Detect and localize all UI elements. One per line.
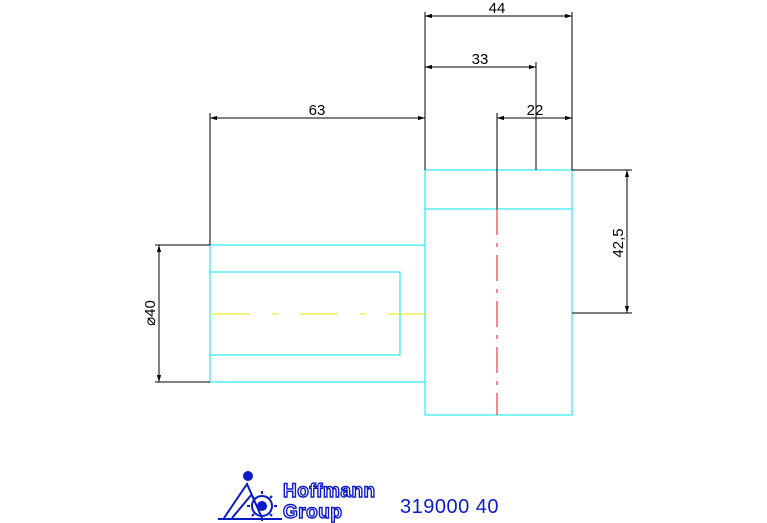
part-number: 319000 40 xyxy=(400,496,500,518)
part-outline xyxy=(209,169,573,416)
logo-text-line2: Group xyxy=(283,502,343,523)
dim-label-44: 44 xyxy=(489,0,506,17)
dim-label-22: 22 xyxy=(527,102,544,119)
logo-mark-icon xyxy=(218,471,282,521)
dim-label-diameter: ⌀40 xyxy=(142,300,159,326)
head-block xyxy=(424,169,573,416)
hoffmann-logo: Hoffmann Group xyxy=(218,471,376,523)
logo-text-line1: Hoffmann xyxy=(283,481,376,502)
dim-label-63: 63 xyxy=(309,102,326,119)
dim-label-33: 33 xyxy=(472,51,489,68)
dimension-lines xyxy=(155,12,632,383)
dim-label-height: 42,5 xyxy=(610,228,627,257)
